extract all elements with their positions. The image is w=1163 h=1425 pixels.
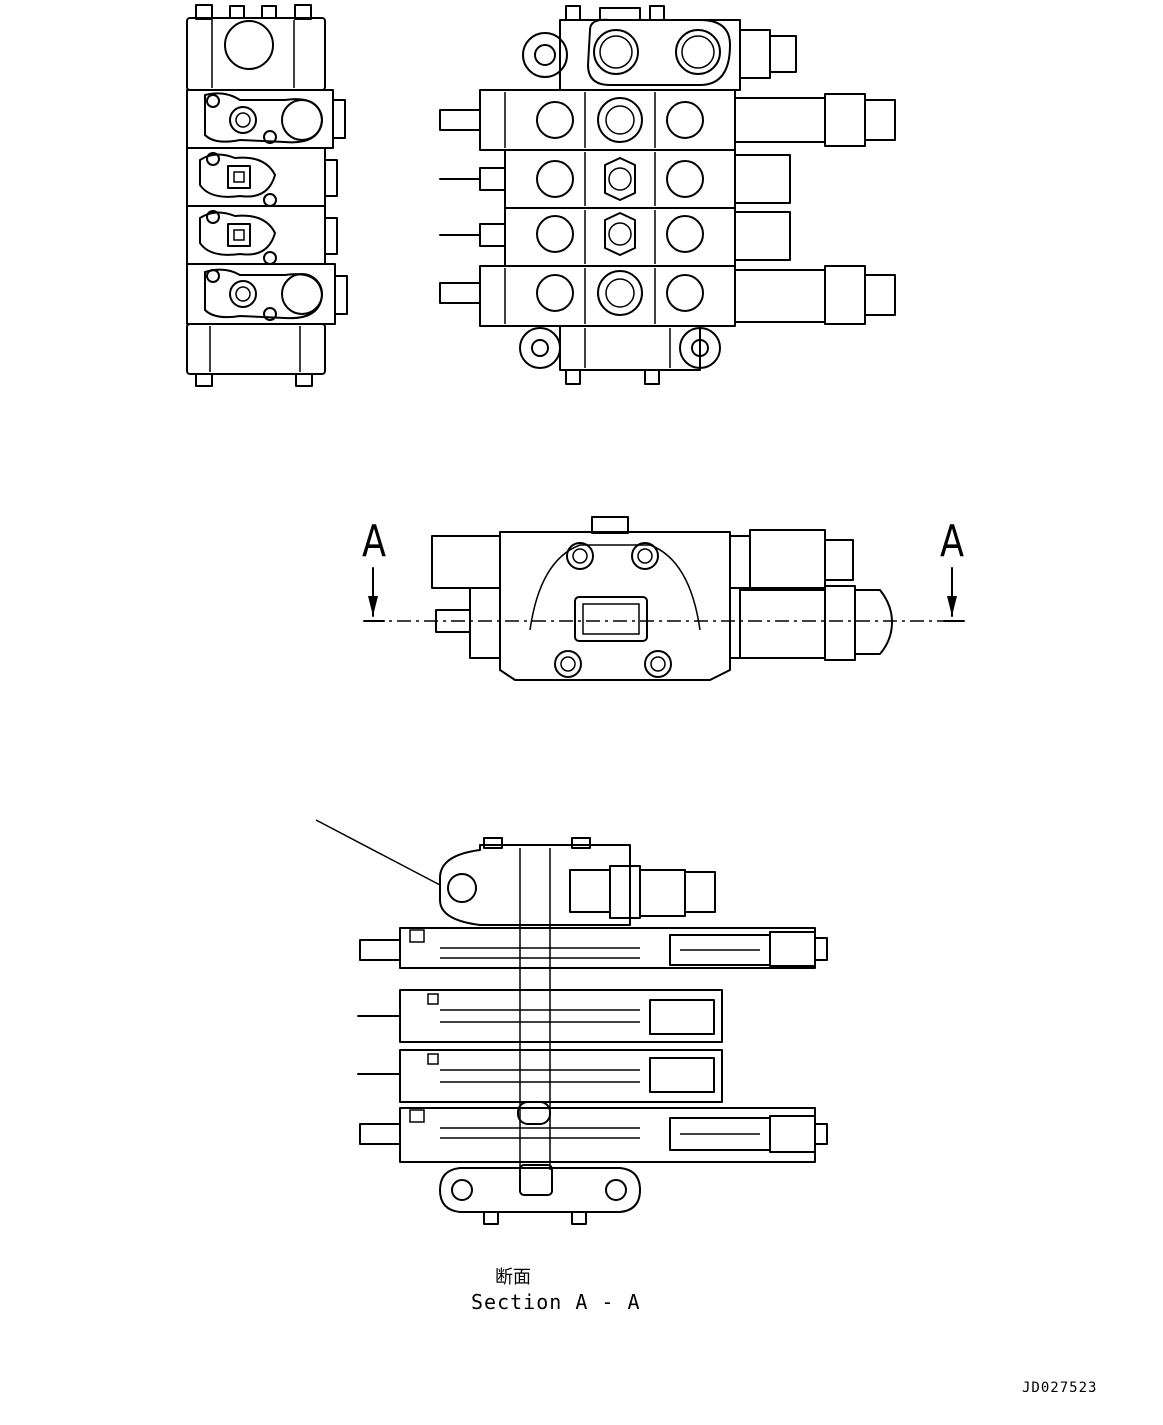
section-marker-right: A: [940, 516, 965, 567]
drawing-number: JD027523: [1022, 1380, 1098, 1396]
section-marker-left: A: [362, 516, 387, 567]
front-view: [439, 5, 896, 385]
top-view: [363, 516, 965, 681]
section-view: [315, 819, 828, 1225]
caption-section-title: Section A - A: [471, 1290, 641, 1314]
caption-japanese: 断面: [495, 1267, 531, 1288]
side-view: [186, 4, 348, 387]
